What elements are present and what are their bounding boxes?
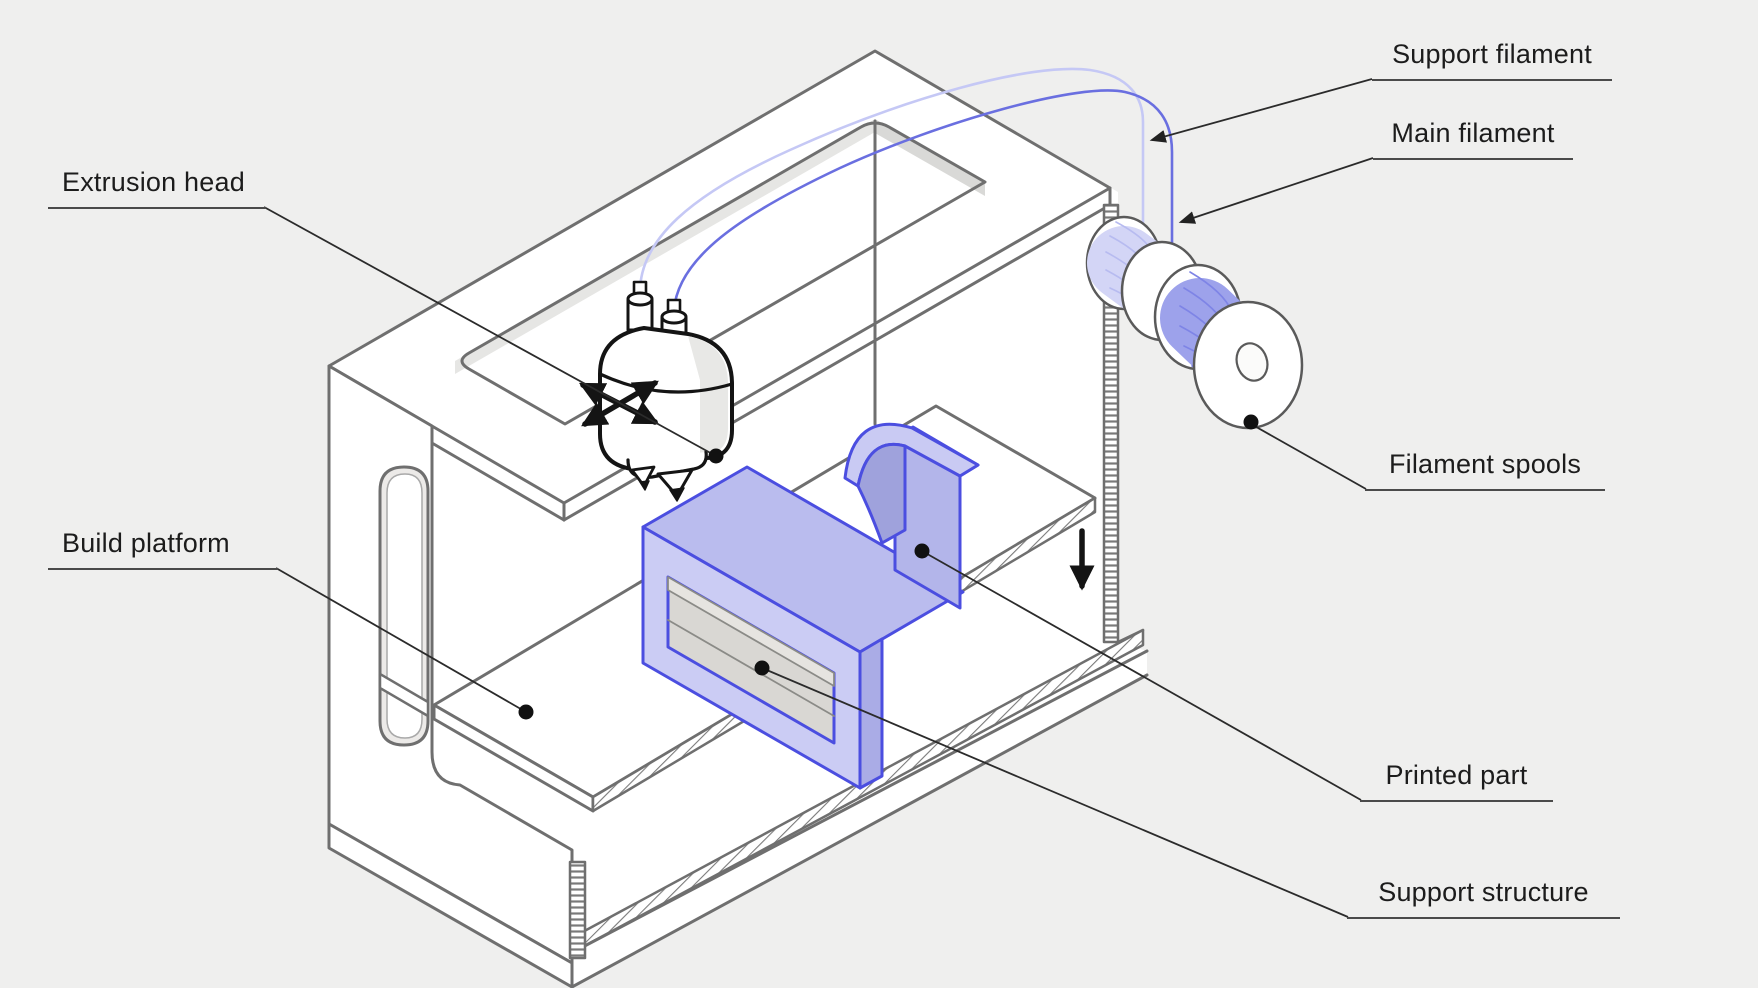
filament-spools-drawing [1085,215,1304,430]
label-printed-part: Printed part [1360,759,1553,802]
base-cut-edge [568,628,1149,960]
printed-part-hook [843,422,980,610]
leader-dot-icon [708,448,724,464]
label-build-platform: Build platform [48,527,278,570]
label-main-filament: Main filament [1373,117,1573,160]
extrusion-head-drawing [598,280,734,502]
roof-gantry-opening [460,121,987,426]
leader-dot-icon [1243,414,1259,430]
right-wall-cut-edge [1102,203,1145,644]
main-filament-tube [672,89,1174,312]
label-filament-spools: Filament spools [1365,448,1605,491]
label-support-filament: Support filament [1372,38,1612,81]
label-support-structure: Support structure [1347,876,1620,919]
z-axis-slot [378,465,430,747]
support-structure-drawing [666,575,836,745]
leader-lines [263,78,1374,918]
support-filament-tube [638,67,1145,294]
platform-arm [378,672,430,718]
leader-dot-icon [914,543,930,559]
leader-main-filament [1178,157,1374,224]
filament-tubes [638,67,1174,312]
printed-part-drawing [641,422,980,790]
leader-dot-icon [518,704,534,720]
leader-dot-icon [754,660,770,676]
leader-printed-part [921,550,1362,801]
leader-extrusion-head [263,206,717,457]
leader-build-platform [275,567,527,713]
leader-filament-spools [1250,423,1367,490]
spool-hub-hole [1235,342,1269,382]
label-extrusion-head: Extrusion head [48,166,266,209]
leader-support-filament [1149,78,1373,143]
leader-support-structure [761,667,1349,918]
